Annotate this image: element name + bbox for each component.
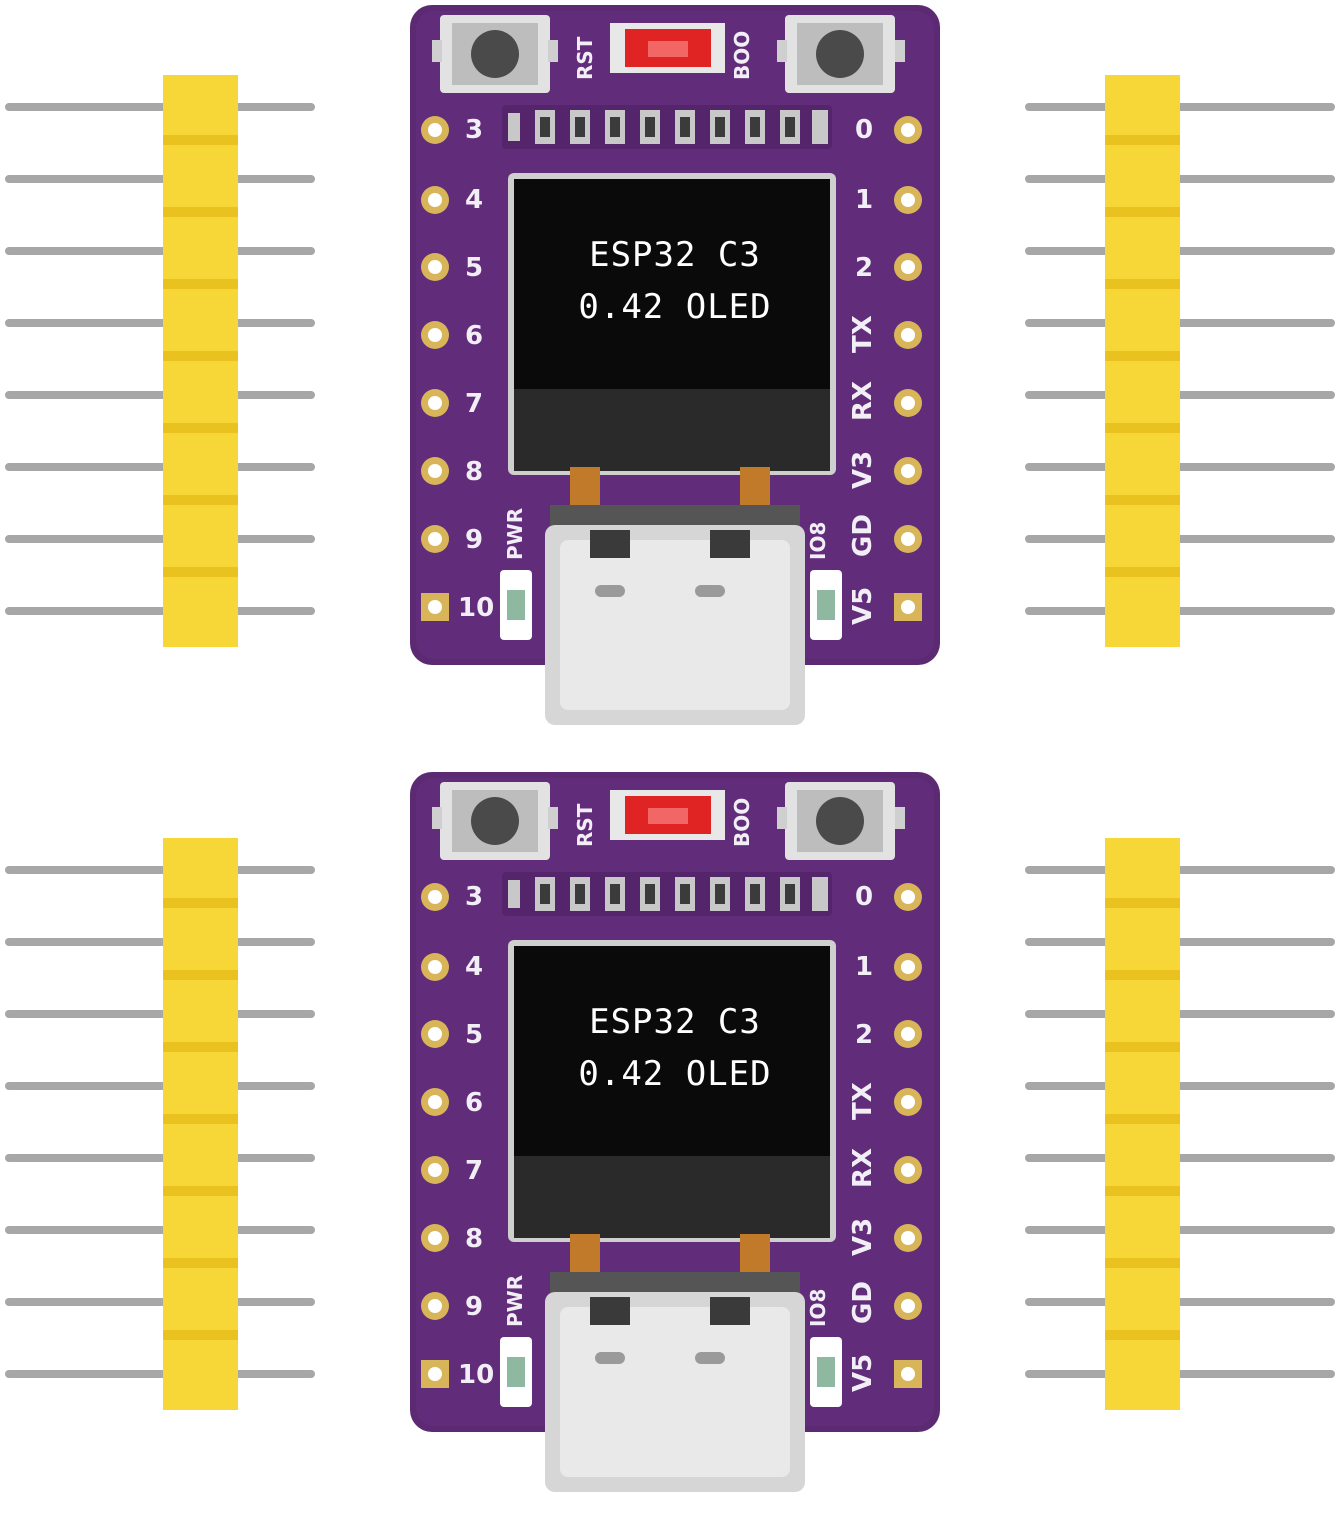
oled-line-2: 0.42 OLED (578, 287, 772, 327)
oled-line-2: 0.42 OLED (578, 1054, 772, 1094)
pin-label-right: 2 (855, 253, 874, 283)
pin-label-right: RX (848, 380, 878, 421)
label-pwr: PWR (503, 1274, 527, 1327)
esp32-board-top: ESP32 C3 0.42 OLED RST BOO PWR IO8 3 4 5… (410, 5, 940, 765)
pin-header-top-left (0, 75, 315, 647)
pin-label-left: 6 (465, 321, 484, 351)
pin-label-right: V5 (848, 586, 878, 625)
pin-label-left: 9 (465, 1292, 484, 1322)
pin-label-right: RX (848, 1147, 878, 1188)
pin-label-right: 2 (855, 1020, 874, 1050)
pin-label-left: 10 (458, 1360, 495, 1390)
pin-label-left: 5 (465, 1020, 484, 1050)
pin-label-right: GD (848, 514, 878, 557)
pin-label-right: 1 (855, 185, 874, 215)
label-io8: IO8 (806, 521, 830, 560)
label-rst: RST (573, 803, 597, 847)
pin-label-left: 3 (465, 115, 484, 145)
esp32-board-bottom: ESP32 C3 0.42 OLED RST BOO PWR IO8 3 4 5… (410, 772, 940, 1532)
pin-label-left: 5 (465, 253, 484, 283)
label-boo: BOO (730, 30, 754, 80)
pin-label-left: 7 (465, 389, 484, 419)
pin-label-right: V5 (848, 1353, 878, 1392)
pin-label-right: V3 (848, 1217, 878, 1256)
pin-label-right: 1 (855, 952, 874, 982)
pin-label-right: V3 (848, 450, 878, 489)
pin-label-left: 3 (465, 882, 484, 912)
pin-label-right: 0 (855, 115, 874, 145)
pin-label-left: 10 (458, 593, 495, 623)
pin-header-bottom-left (0, 838, 315, 1410)
pin-header-bottom-right (1020, 838, 1335, 1410)
pin-label-left: 4 (465, 952, 484, 982)
pin-label-right: TX (848, 1082, 878, 1120)
pin-label-left: 8 (465, 1224, 484, 1254)
oled-line-1: ESP32 C3 (589, 235, 761, 275)
label-pwr: PWR (503, 507, 527, 560)
pin-label-right: 0 (855, 882, 874, 912)
pin-label-right: TX (848, 315, 878, 353)
pin-label-left: 9 (465, 525, 484, 555)
pin-label-left: 7 (465, 1156, 484, 1186)
oled-line-1: ESP32 C3 (589, 1002, 761, 1042)
label-rst: RST (573, 36, 597, 80)
pin-label-left: 8 (465, 457, 484, 487)
pin-header-top-right (1020, 75, 1335, 647)
pin-label-left: 4 (465, 185, 484, 215)
label-boo: BOO (730, 797, 754, 847)
label-io8: IO8 (806, 1288, 830, 1327)
pin-label-right: GD (848, 1281, 878, 1324)
pin-label-left: 6 (465, 1088, 484, 1118)
